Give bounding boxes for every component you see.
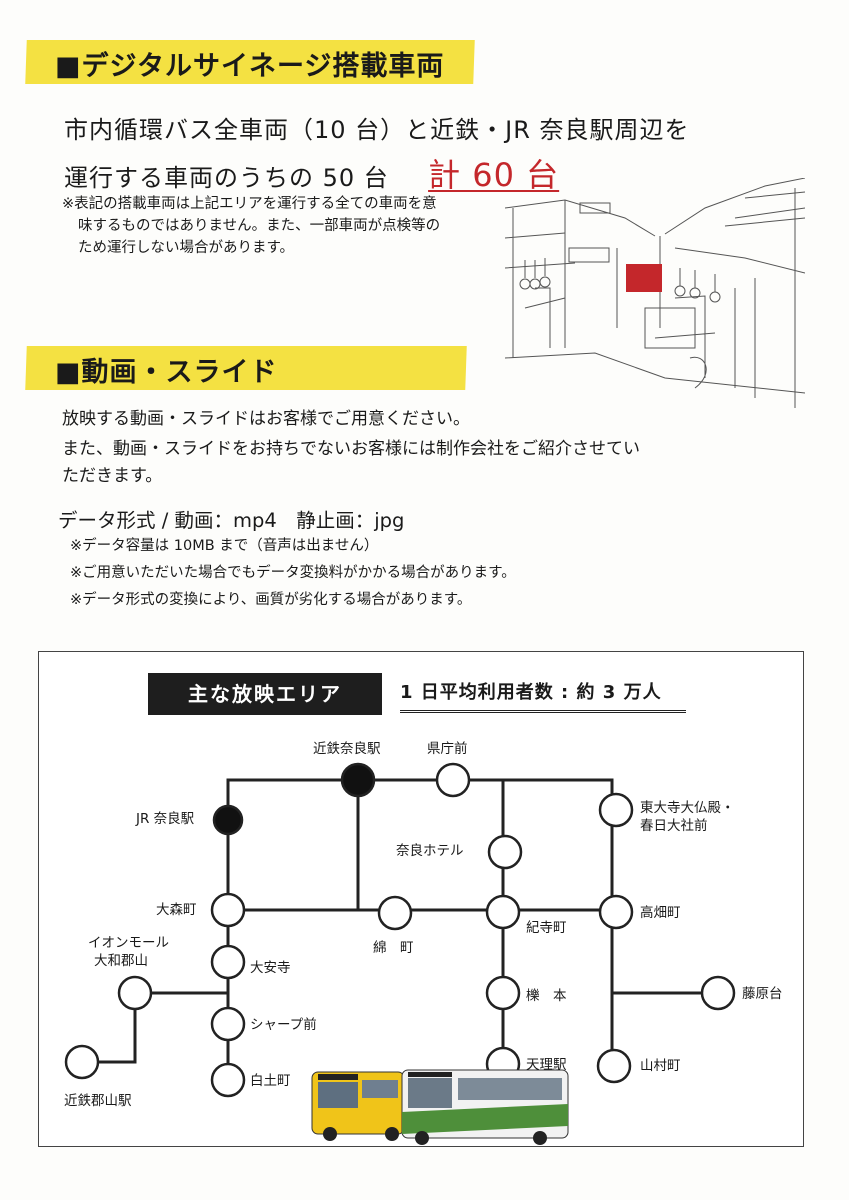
stop-wata [377, 895, 413, 931]
stop-takabatake [598, 894, 634, 930]
label-fujiwaradai: 藤原台 [742, 986, 783, 1002]
stop-todaiji [598, 792, 634, 828]
stop-kencho [435, 762, 471, 798]
label-omori: 大森町 [156, 902, 197, 918]
bus-illustration-green [401, 1069, 569, 1145]
label-jr-nara: JR 奈良駅 [136, 811, 195, 827]
label-tenri: 天理駅 [526, 1057, 567, 1073]
stop-kidera [485, 894, 521, 930]
section2-body-line1: 放映する動画・スライドはお客様でご用意ください。 [62, 409, 470, 429]
section1-lead-line1: 市内循環バス全車両（10 台）と近鉄・JR 奈良駅周辺を [64, 116, 690, 144]
stop-yamamura [596, 1048, 632, 1084]
label-daianji: 大安寺 [250, 960, 291, 976]
format-note-1: ※データ容量は 10MB まで（音声は出ません） [70, 538, 379, 554]
section1-note-line2: 味するものではありません。また、一部車両が点検等の [78, 218, 441, 234]
section1-lead-line2: 運行する車両のうちの 50 台 計 60 台 [64, 156, 560, 194]
section1-title: ■デジタルサイネージ搭載車両 [55, 51, 445, 82]
section2-body-line3: ただきます。 [62, 466, 163, 486]
format-note-3: ※データ形式の変換により、画質が劣化する場合があります。 [70, 592, 472, 608]
stop-aeon [117, 975, 153, 1011]
route-map-frame [38, 651, 804, 1147]
label-takabatake: 高畑町 [640, 905, 681, 921]
label-aeon-1: イオンモール [88, 935, 169, 951]
data-format: データ形式 / 動画：mp4 静止画：jpg [58, 509, 405, 532]
label-kintetsu-koriyama: 近鉄郡山駅 [64, 1093, 132, 1109]
section2-title: ■動画・スライド [55, 357, 278, 388]
stop-jr-nara [212, 804, 244, 836]
stop-shiratsuchi [210, 1062, 246, 1098]
label-ichinomoto: 櫟 本 [526, 988, 567, 1004]
label-yamamura: 山村町 [640, 1058, 681, 1074]
stop-ichinomoto [485, 975, 521, 1011]
label-aeon-2: 大和郡山 [94, 953, 148, 969]
stop-sharp [210, 1006, 246, 1042]
total-vehicles: 計 60 台 [428, 156, 560, 194]
stop-daianji [210, 944, 246, 980]
stop-kintetsu-nara [340, 762, 376, 798]
label-sharp: シャープ前 [250, 1017, 317, 1033]
stop-fujiwaradai [700, 975, 736, 1011]
section1-note-line3: ため運行しない場合があります。 [78, 240, 295, 256]
signage-screen [626, 264, 662, 292]
daily-riders: 1 日平均利用者数 : 約 3 万人 [400, 678, 686, 713]
section1-note-line1: ※表記の搭載車両は上記エリアを運行する全ての車両を意 [62, 196, 437, 212]
section2-body-line2: また、動画・スライドをお持ちでないお客様には制作会社をご紹介させてい [62, 439, 640, 459]
label-kencho: 県庁前 [427, 741, 468, 757]
label-todaiji-1: 東大寺大仏殿・ [640, 800, 735, 816]
format-note-2: ※ご用意いただいた場合でもデータ変換料がかかる場合があります。 [70, 565, 516, 581]
label-wata: 綿 町 [373, 940, 414, 956]
area-label: 主な放映エリア [148, 673, 382, 715]
label-nara-hotel: 奈良ホテル [396, 843, 464, 859]
stop-omori [210, 892, 246, 928]
label-shiratsuchi: 白土町 [250, 1073, 291, 1089]
label-todaiji-2: 春日大社前 [640, 818, 708, 834]
label-kidera: 紀寺町 [526, 920, 567, 936]
stop-nara-hotel [487, 834, 523, 870]
route-line-koriyama [80, 991, 137, 1064]
bus-interior-illustration [505, 178, 805, 408]
stop-kintetsu-koriyama [64, 1044, 100, 1080]
label-kintetsu-nara: 近鉄奈良駅 [313, 741, 381, 757]
bus-illustration-yellow [311, 1071, 405, 1141]
